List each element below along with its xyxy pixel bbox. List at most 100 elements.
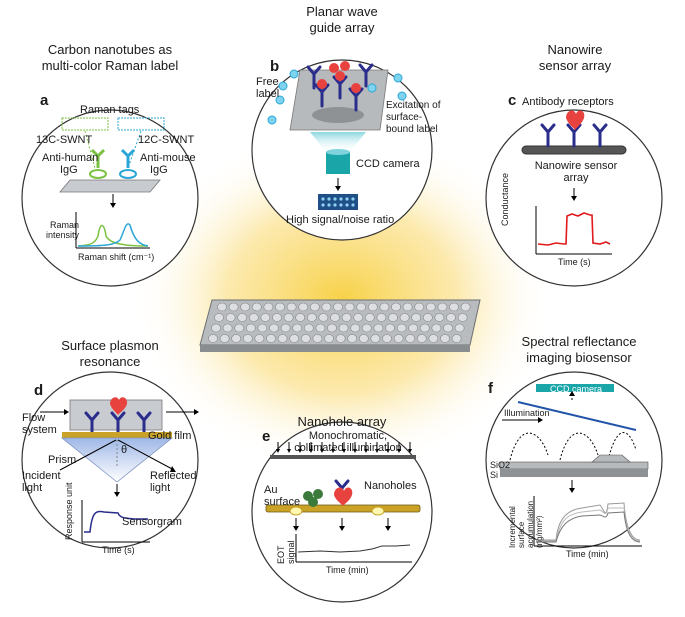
microplate-well [219, 334, 230, 343]
illumination-arrowhead [364, 449, 368, 453]
microplate-well [341, 313, 352, 322]
microplate-well [263, 302, 274, 312]
microplate-well [306, 313, 317, 322]
panel-f-circle [485, 371, 663, 549]
microplate-well [269, 323, 279, 333]
eot-x-axis: Time (min) [326, 565, 369, 575]
c12-swnt-label: 12C-SWNT [138, 134, 195, 146]
illumination-arrowhead [276, 449, 280, 453]
ccd-detector-chip [318, 194, 358, 210]
chip-pixel [351, 197, 355, 201]
microplate-well [251, 302, 262, 312]
reflectance-y-axis: Incremental surface accumulation (ng/mm²… [508, 500, 544, 548]
microplate-well [408, 323, 419, 333]
conductance-trace [537, 212, 611, 246]
panel-f-art [499, 384, 649, 547]
microplate-well [434, 313, 445, 322]
microplate-well [292, 323, 303, 333]
illumination-arrowhead [397, 449, 401, 453]
microplate-well [419, 323, 430, 333]
chip-pixel [345, 203, 349, 207]
microplate-well [298, 302, 309, 312]
microplate-well [240, 302, 251, 312]
illumination-arrowhead [342, 449, 346, 453]
microplate-well [260, 313, 271, 322]
panel-d-title-1: Surface plasmon [61, 338, 159, 353]
snr-label: High signal/noise ratio [286, 214, 395, 226]
microplate-well [428, 334, 439, 343]
illumination-arrowhead [375, 449, 379, 453]
microplate-well [449, 302, 459, 312]
panel-d-art [40, 397, 199, 543]
c13-swnt-label: 13C-SWNT [36, 134, 93, 146]
illumination-arrowhead [386, 449, 390, 453]
microplate-well [411, 313, 422, 322]
chip-pixel [321, 197, 325, 201]
panel-f-title-1: Spectral reflectance [521, 334, 637, 349]
panel-c-title-1: Nanowire [547, 42, 603, 57]
chip-pixel [333, 197, 337, 201]
microplate-well [405, 334, 416, 343]
microplate-well [280, 323, 291, 333]
sensorgram-label: Sensorgram [122, 516, 182, 528]
flow-system-label: Flow system [22, 412, 57, 436]
microplate-well [228, 302, 239, 312]
microplate-well [217, 302, 227, 312]
panel-b-art [267, 61, 407, 210]
microplate-well [347, 334, 358, 343]
panel-e-title: Nanohole array [297, 414, 387, 429]
microplate-well [460, 302, 471, 312]
panel-e-letter: e [262, 428, 271, 445]
microplate-well [396, 323, 407, 333]
microplate-well [402, 302, 413, 312]
microplate-well [318, 313, 329, 322]
microplate-well [364, 313, 375, 322]
sensorgram-curve [84, 510, 148, 533]
chip-pixel [327, 197, 331, 201]
microplate-well [286, 302, 297, 312]
microplate-well [454, 323, 465, 333]
response-unit-y-axis: Response unit [64, 482, 74, 540]
panel-b-letter: b [270, 58, 280, 75]
nanoholes-label: Nanoholes [364, 480, 417, 492]
microplate-well [350, 323, 361, 333]
illumination-arrowhead [298, 449, 302, 453]
chip-pixel [327, 203, 331, 207]
reflected-light-label: Reflected light [150, 470, 197, 494]
reflectance-trace-1 [536, 502, 641, 541]
chip-pixel [345, 197, 349, 201]
microplate-well [266, 334, 276, 343]
chip-pixel [339, 203, 343, 207]
microplate-well [225, 313, 236, 322]
panel-b-title-2: guide array [309, 20, 375, 35]
microplate-well [272, 313, 282, 322]
microplate-well [391, 302, 401, 312]
raman-curve-blue [77, 223, 149, 247]
anti-human-label: Anti-human [42, 152, 99, 164]
microplate-well [327, 323, 337, 333]
microplate-well [440, 334, 450, 343]
microplate-well [385, 323, 395, 333]
microplate-well [234, 323, 245, 333]
conductance-y-axis: Conductance [500, 172, 510, 226]
chip-pixel [339, 197, 343, 201]
microplate-well [254, 334, 265, 343]
microplate-well [422, 313, 433, 322]
microplate-well [277, 334, 288, 343]
panel-f-letter: f [488, 380, 493, 397]
raman-y-axis-1: Raman [50, 220, 80, 230]
panel-b-title-1: Planar wave [306, 4, 378, 19]
microplate-well [425, 302, 436, 312]
microplate-well [379, 302, 390, 312]
response-x-axis: Time (s) [102, 545, 135, 555]
microplate-well [231, 334, 242, 343]
microplate-well [393, 334, 404, 343]
sio2-label: SiO2 [490, 460, 511, 470]
anti-human-igg-label: IgG [60, 164, 78, 176]
incident-light-label: Incident light [22, 470, 61, 494]
microplate-well [257, 323, 268, 333]
ccd-camera-label: CCD camera [356, 158, 420, 170]
illumination-f-label: Illumination [504, 408, 550, 418]
panel-f-title-2: imaging biosensor [526, 350, 632, 365]
